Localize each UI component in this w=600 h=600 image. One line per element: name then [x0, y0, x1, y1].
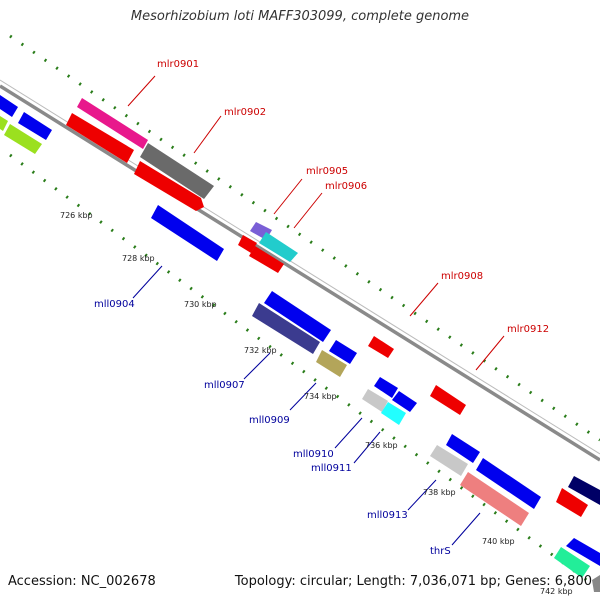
accession-label: Accession: NC_002678	[8, 574, 156, 589]
genome-title: Mesorhizobium loti MAFF303099, complete …	[130, 9, 470, 24]
tick-rail-outer	[9, 34, 600, 442]
gene-label-mll0910[interactable]: mll0910	[293, 449, 334, 460]
gene-arrow-red-1[interactable]	[66, 113, 134, 163]
tick-label-732: 732 kbp	[244, 346, 277, 355]
gene-arrow-blue-mid-1[interactable]	[264, 291, 331, 342]
gene-label-mll0913[interactable]: mll0913	[367, 510, 408, 521]
gene-label-mlr0908[interactable]: mlr0908	[441, 271, 483, 282]
strand-line-upper	[0, 84, 600, 462]
gene-arrow-mll0904[interactable]	[151, 205, 224, 261]
gene-arrow-blue-right-3[interactable]	[566, 538, 600, 566]
tick-label-740: 740 kbp	[482, 537, 515, 546]
plus-gene-labels: mlr0901 mlr0902 mlr0905 mlr0906 mlr0908 …	[157, 59, 549, 335]
gene-arrow-green-left-1[interactable]	[0, 116, 8, 131]
gene-arrow-blue-left-1[interactable]	[0, 95, 18, 117]
gene-arrow-teal-right[interactable]	[554, 547, 590, 578]
gene-arrow-mlr0908[interactable]	[368, 336, 394, 358]
genome-summary-label: Topology: circular; Length: 7,036,071 bp…	[234, 574, 592, 589]
gene-arrow-red-right[interactable]	[556, 488, 588, 517]
leader-lines	[127, 75, 505, 546]
gene-arrow-mlr0906[interactable]	[259, 232, 298, 262]
tick-label-742: 742 kbp	[540, 587, 573, 596]
gene-arrow-blue-left-2[interactable]	[18, 112, 52, 140]
tick-label-728: 728 kbp	[122, 254, 155, 263]
gene-arrow-blue-mid-4[interactable]	[392, 391, 417, 412]
tick-label-738: 738 kbp	[423, 488, 456, 497]
gene-label-mll0907[interactable]: mll0907	[204, 380, 245, 391]
gene-arrow-thrS[interactable]	[460, 472, 529, 526]
tick-rail-inner	[9, 153, 600, 592]
gene-arrow-mll0910[interactable]	[362, 389, 388, 412]
gene-arrow-blue-mid-2[interactable]	[329, 340, 357, 364]
gene-arrow-gray-right[interactable]	[592, 575, 600, 592]
tick-label-730: 730 kbp	[184, 300, 217, 309]
gene-arrow-mll0909[interactable]	[316, 350, 347, 377]
gene-label-mll0909[interactable]: mll0909	[249, 415, 290, 426]
tick-label-736: 736 kbp	[365, 441, 398, 450]
tick-label-734: 734 kbp	[304, 392, 337, 401]
gene-label-mlr0902[interactable]: mlr0902	[224, 107, 266, 118]
gene-label-mlr0905[interactable]: mlr0905	[306, 166, 348, 177]
gene-label-mlr0901[interactable]: mlr0901	[157, 59, 199, 70]
gene-arrow-mll0913[interactable]	[430, 445, 468, 476]
gene-arrow-red-3[interactable]	[238, 235, 257, 253]
gene-label-mll0911[interactable]: mll0911	[311, 463, 352, 474]
gene-label-thrS[interactable]: thrS	[430, 546, 451, 557]
gene-arrow-mlr0902[interactable]	[140, 143, 214, 199]
gene-arrow-red-2[interactable]	[134, 161, 204, 211]
gene-arrow-mlr0901[interactable]	[77, 98, 148, 149]
gene-arrows[interactable]	[0, 95, 600, 592]
gene-label-mlr0912[interactable]: mlr0912	[507, 324, 549, 335]
gene-arrow-mll0907[interactable]	[252, 303, 320, 354]
minus-gene-labels: mll0904 mll0907 mll0909 mll0910 mll0911 …	[94, 299, 451, 557]
gene-arrow-red-4[interactable]	[249, 246, 284, 273]
gene-arrow-mll0911[interactable]	[381, 402, 406, 425]
gene-arrow-blue-right-2[interactable]	[476, 458, 541, 509]
gene-arrow-mlr0912[interactable]	[430, 385, 466, 415]
tick-labels: 726 kbp 728 kbp 730 kbp 732 kbp 734 kbp …	[60, 211, 573, 596]
gene-arrow-blue-right-1[interactable]	[446, 434, 480, 463]
gene-arrow-green-left-2[interactable]	[4, 124, 42, 154]
gene-label-mlr0906[interactable]: mlr0906	[325, 181, 367, 192]
gene-arrow-blue-mid-3[interactable]	[374, 377, 398, 398]
gene-label-mll0904[interactable]: mll0904	[94, 299, 135, 310]
gene-arrow-navy-right[interactable]	[568, 476, 600, 505]
tick-label-726: 726 kbp	[60, 211, 93, 220]
